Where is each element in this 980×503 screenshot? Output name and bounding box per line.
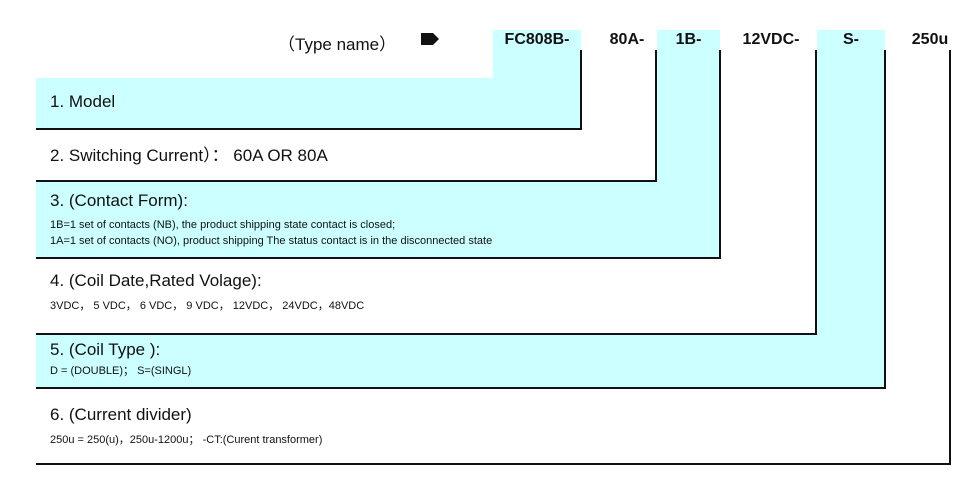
row-contact-form-title: 3. (Contact Form):: [50, 191, 188, 210]
arrow-right-icon: [421, 33, 439, 45]
row-current-divider-detail: 250u = 250(u)，250u-1200u； -CT:(Curent tr…: [50, 434, 323, 446]
row-contact-form: 3. (Contact Form): 1B=1 set of contacts …: [36, 181, 720, 257]
bracket-coil-type-bottom: [36, 387, 886, 389]
contact-form-connector: [657, 50, 720, 181]
row-coil-voltage-detail: 3VDC， 5 VDC， 6 VDC， 9 VDC， 12VDC， 24VDC，…: [50, 300, 365, 312]
row-switching-current: 2. Switching Current）： 60A OR 80A: [36, 130, 656, 180]
row-coil-type: 5. (Coil Type ): D = (DOUBLE)； S=(SINGL): [36, 334, 885, 387]
row-coil-type-title: 5. (Coil Type ):: [50, 340, 161, 359]
bracket-coil-type-vertical: [884, 50, 886, 388]
row-coil-voltage: 4. (Coil Date,Rated Volage): 3VDC， 5 VDC…: [36, 259, 816, 333]
bracket-model-bottom: [36, 128, 582, 130]
row-model: 1. Model: [36, 78, 581, 128]
bracket-coil-voltage-bottom: [36, 333, 817, 335]
bracket-current-bottom: [36, 180, 657, 182]
row-coil-type-detail: D = (DOUBLE)； S=(SINGL): [50, 365, 192, 377]
bracket-model-vertical: [580, 50, 582, 130]
current-divider-code: 250u: [911, 31, 949, 48]
bracket-contact-form-bottom: [36, 257, 721, 259]
row-contact-form-detail-1: 1B=1 set of contacts (NB), the product s…: [50, 219, 396, 231]
coil-type-connector: [817, 50, 885, 334]
coil-voltage-code: 12VDC-: [742, 31, 800, 48]
bracket-current-divider-bottom: [36, 463, 951, 465]
contact-form-code: 1B-: [657, 30, 720, 50]
row-coil-voltage-title: 4. (Coil Date,Rated Volage):: [50, 271, 262, 290]
row-switching-current-title: 2. Switching Current）： 60A OR 80A: [50, 146, 328, 165]
bracket-coil-voltage-vertical: [815, 50, 817, 334]
bracket-current-divider-vertical: [949, 50, 951, 465]
type-name-label: （Type name）: [278, 35, 397, 54]
row-model-title: 1. Model: [50, 92, 116, 111]
row-contact-form-detail-2: 1A=1 set of contacts (NO), product shipp…: [50, 235, 493, 247]
current-code: 80A-: [609, 31, 645, 48]
row-current-divider: 6. (Current divider) 250u = 250(u)，250u-…: [36, 389, 950, 463]
row-current-divider-title: 6. (Current divider): [50, 405, 192, 424]
bracket-contact-form-vertical: [719, 50, 721, 258]
bracket-current-vertical: [655, 50, 657, 181]
model-code: FC808B-: [493, 30, 581, 50]
model-connector: [493, 50, 581, 78]
coil-type-code: S-: [817, 30, 885, 50]
